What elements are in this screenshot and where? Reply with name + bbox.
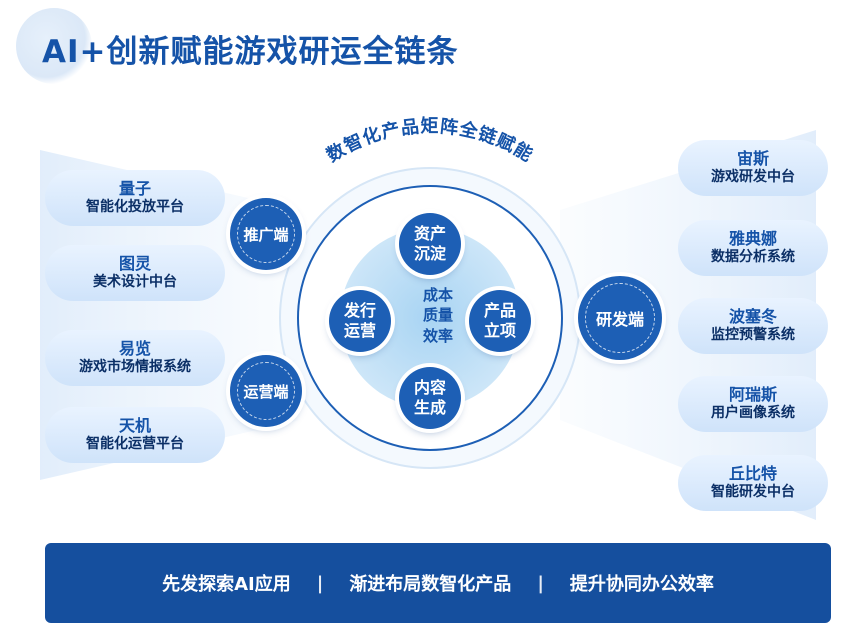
item-name: 丘比特 <box>728 464 777 484</box>
operation-badge: 运营端 <box>230 355 302 427</box>
footer-separator: | <box>537 572 544 594</box>
item-name: 量子 <box>118 179 151 199</box>
item-name: 天机 <box>118 416 151 436</box>
rnd-badge: 研发端 <box>578 276 662 360</box>
node-line: 资产 <box>413 224 446 243</box>
node-line: 运营 <box>343 321 376 340</box>
item-name: 波塞冬 <box>728 307 777 327</box>
item-desc: 数据分析系统 <box>711 249 795 266</box>
right-item-zeus: 宙斯 游戏研发中台 <box>678 140 828 196</box>
footer-banner: 先发探索AI应用 | 渐进布局数智化产品 | 提升协同办公效率 <box>45 543 831 623</box>
inner-disc <box>340 228 520 408</box>
node-line: 发行 <box>343 301 376 320</box>
item-desc: 智能化运营平台 <box>86 436 184 453</box>
node-line: 内容 <box>413 378 446 397</box>
right-item-cupid: 丘比特 智能研发中台 <box>678 455 828 511</box>
right-item-ares: 阿瑞斯 用户画像系统 <box>678 376 828 432</box>
node-line: 沉淀 <box>413 244 446 263</box>
center-line-cost: 成本 <box>422 286 453 304</box>
item-name: 宙斯 <box>736 149 769 169</box>
item-name: 易览 <box>118 339 151 359</box>
item-desc: 用户画像系统 <box>711 405 795 422</box>
item-desc: 美术设计中台 <box>93 274 177 291</box>
footer-separator: | <box>316 572 324 594</box>
item-desc: 智能化投放平台 <box>86 199 184 216</box>
right-item-athena: 雅典娜 数据分析系统 <box>678 220 828 276</box>
node-content-generation: 内容 生成 <box>399 367 461 429</box>
left-item-tianji: 天机 智能化运营平台 <box>45 407 225 463</box>
item-desc: 游戏研发中台 <box>711 169 795 186</box>
title-decoration-circle <box>16 8 92 84</box>
promotion-badge: 推广端 <box>230 198 302 270</box>
center-line-efficiency: 效率 <box>422 326 453 345</box>
center-metrics: 成本 质量 效率 <box>418 285 458 346</box>
footer-item-ai: 先发探索AI应用 <box>162 574 291 595</box>
right-item-poseidon: 波塞冬 监控预警系统 <box>678 298 828 354</box>
node-product-initiation: 产品 立项 <box>469 290 531 352</box>
item-desc: 游戏市场情报系统 <box>79 359 191 376</box>
item-name: 图灵 <box>118 254 151 274</box>
footer-item-efficiency: 提升协同办公效率 <box>569 574 714 595</box>
node-asset-accumulation: 资产 沉淀 <box>399 213 461 275</box>
node-publishing-operation: 发行 运营 <box>329 290 391 352</box>
footer-item-products: 渐进布局数智化产品 <box>349 574 512 595</box>
node-line: 生成 <box>413 398 446 417</box>
left-item-yilan: 易览 游戏市场情报系统 <box>45 330 225 386</box>
center-line-quality: 质量 <box>422 306 453 325</box>
page-title: AI+创新赋能游戏研运全链条 <box>42 34 459 70</box>
left-item-quantum: 量子 智能化投放平台 <box>45 170 225 226</box>
node-line: 产品 <box>483 301 516 320</box>
item-desc: 监控预警系统 <box>711 327 795 344</box>
item-name: 雅典娜 <box>728 229 777 249</box>
left-item-turing: 图灵 美术设计中台 <box>45 245 225 301</box>
item-desc: 智能研发中台 <box>711 484 795 501</box>
node-line: 立项 <box>483 321 516 340</box>
item-name: 阿瑞斯 <box>728 385 777 405</box>
